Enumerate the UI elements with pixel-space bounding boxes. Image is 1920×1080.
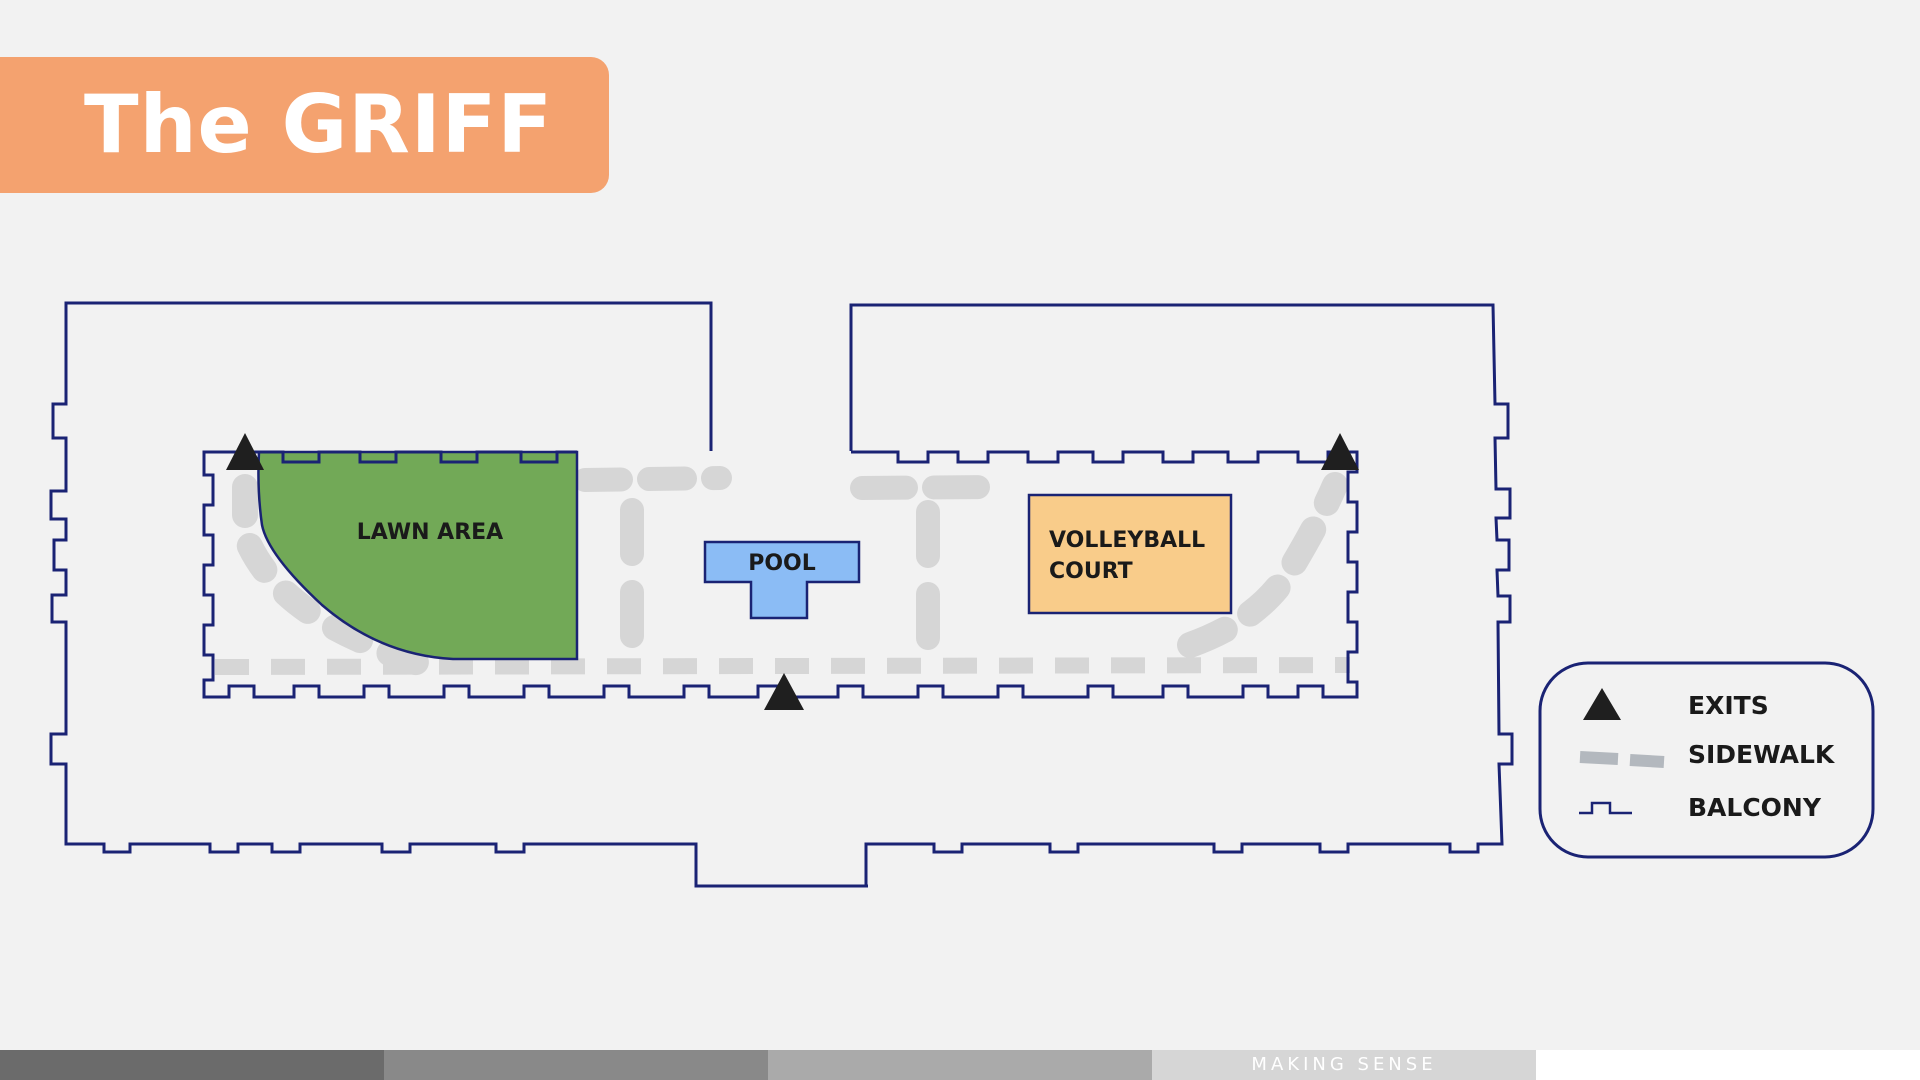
- volleyball-court: [1027, 493, 1233, 615]
- legend-balcony-label: BALCONY: [1688, 793, 1822, 822]
- footer-segment: MAKING SENSE: [1152, 1050, 1536, 1080]
- pool: [703, 540, 861, 620]
- volleyball-court-label-line1: VOLLEYBALL: [1049, 528, 1205, 553]
- exit-icon: [1583, 688, 1621, 720]
- sidewalk-paths: [214, 466, 1351, 681]
- courtyard-boundary: [202, 450, 1359, 699]
- footer-segment: [0, 1050, 384, 1080]
- volleyball-court-label-line2: COURT: [1049, 559, 1133, 584]
- footer-segment: [1536, 1050, 1920, 1080]
- legend-exits-label: EXITS: [1688, 691, 1769, 720]
- footer-segment: [384, 1050, 768, 1080]
- lawn-area-label: LAWN AREA: [357, 520, 503, 545]
- exit-icon: [1321, 433, 1359, 470]
- sidewalk-right-curve: [1177, 472, 1348, 658]
- legend: EXITS SIDEWALK BALCONY: [1538, 661, 1875, 859]
- legend-box: [1538, 661, 1875, 859]
- exit-markers: [226, 433, 1359, 710]
- title-banner: The GRIFF: [0, 57, 609, 193]
- balcony-icon: [1579, 801, 1632, 815]
- building-outline: [49, 301, 1514, 888]
- lawn-area: [257, 450, 579, 661]
- legend-sidewalk-label: SIDEWALK: [1688, 740, 1836, 769]
- page-title: The GRIFF: [84, 78, 553, 171]
- exit-icon: [226, 433, 264, 470]
- footer-label: MAKING SENSE: [1251, 1054, 1437, 1075]
- sidewalk-left-curve: [232, 474, 453, 681]
- building-right-wing: [849, 303, 1514, 888]
- exit-icon: [764, 673, 804, 710]
- footer-segment: [768, 1050, 1152, 1080]
- building-left-wing: [49, 301, 868, 888]
- sidewalk-top-left: [573, 466, 732, 492]
- sidewalk-icon: [1579, 751, 1665, 768]
- sidewalk-top-right: [850, 475, 1002, 500]
- footer-bar: MAKING SENSE: [0, 1050, 1920, 1080]
- pool-label: POOL: [748, 551, 816, 576]
